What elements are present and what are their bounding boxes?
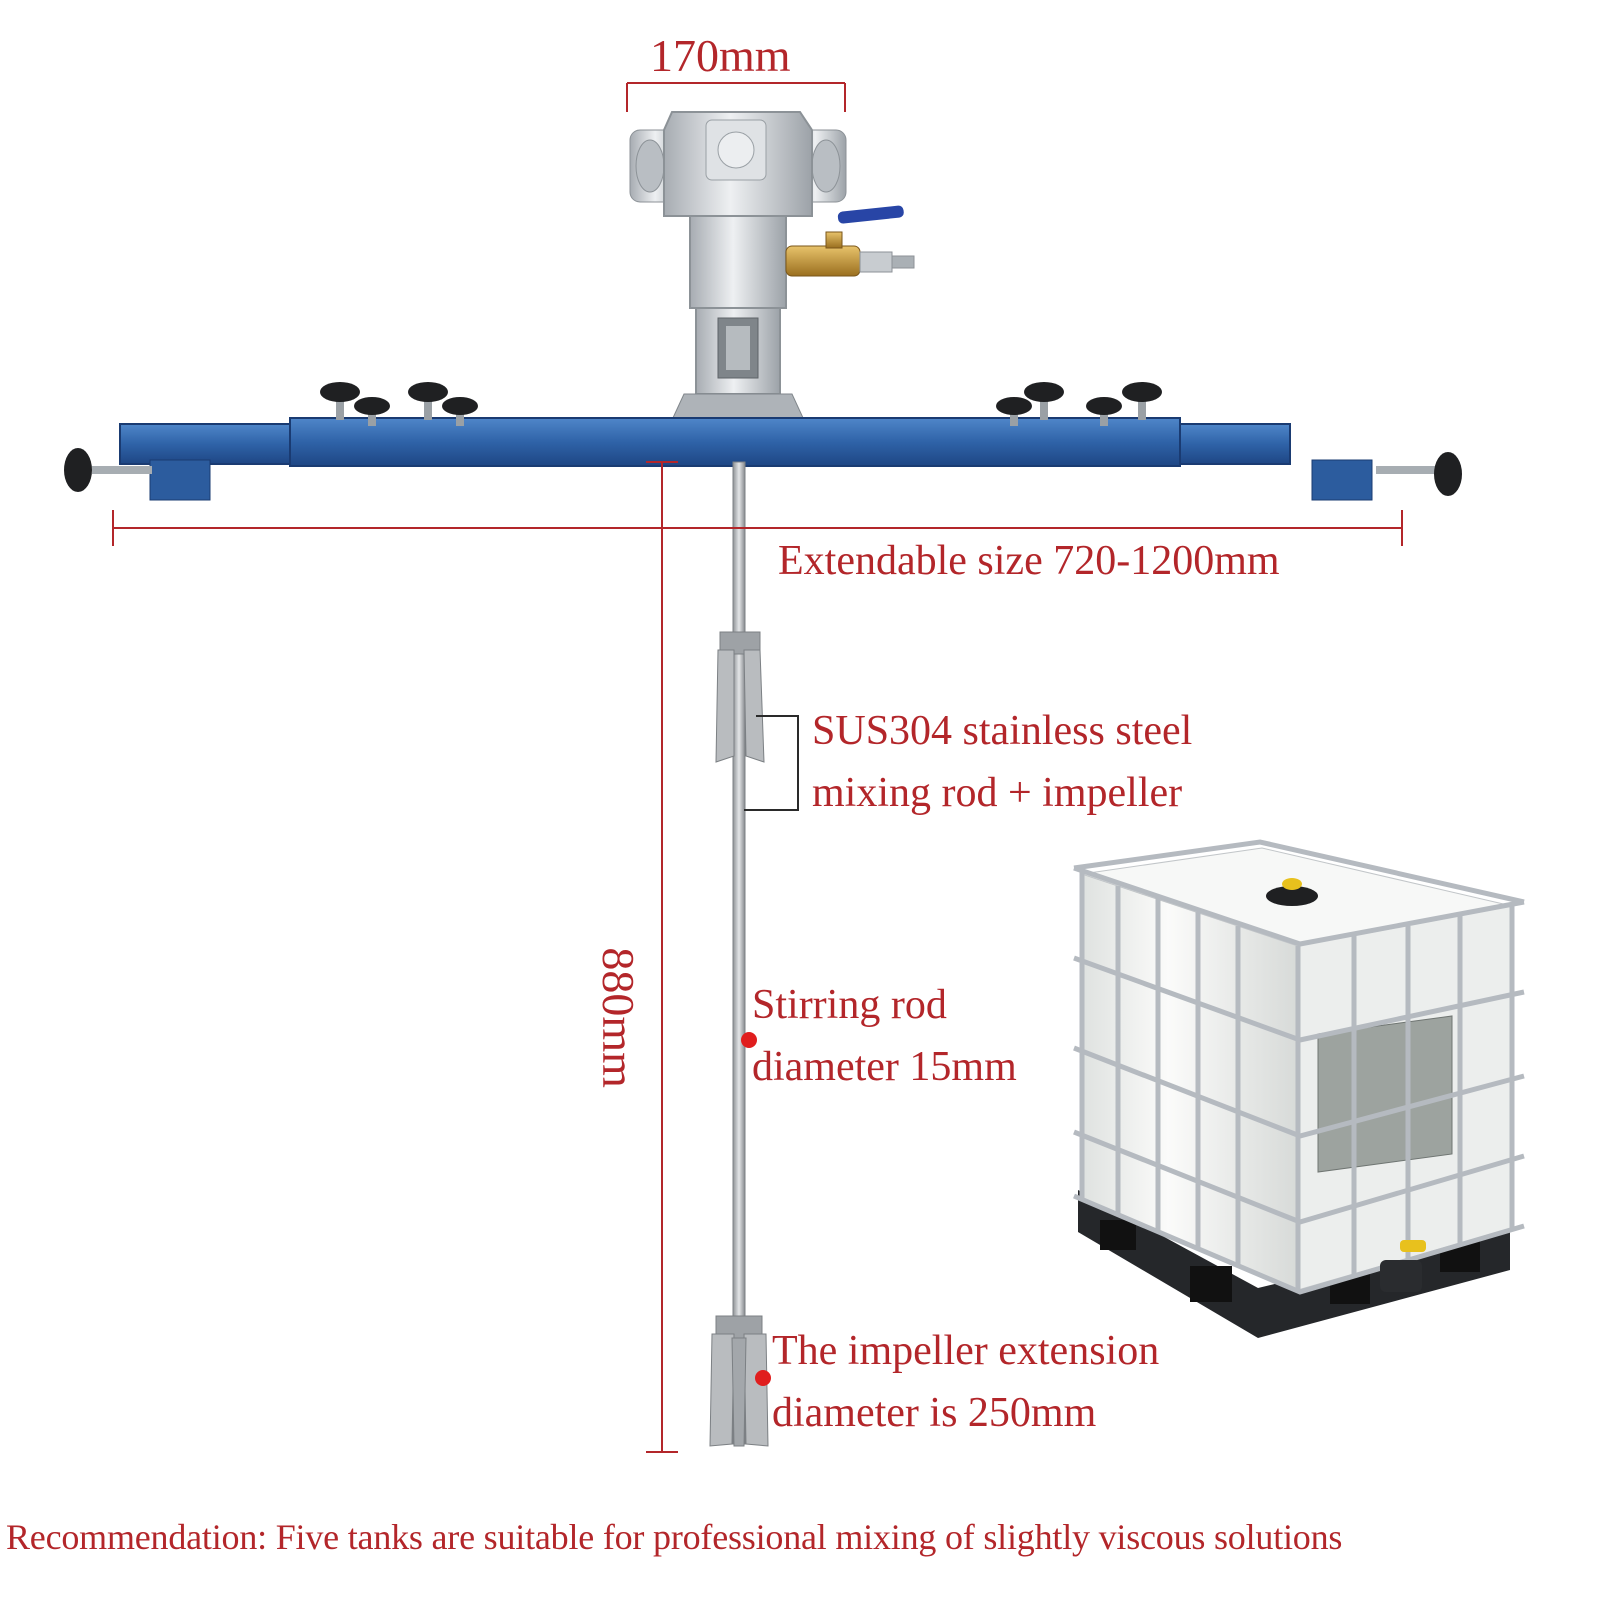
knob-icon [996,397,1032,426]
knob-icon [1024,382,1064,420]
stirring-rod [732,461,746,1445]
extendable-size-label: Extendable size 720-1200mm [778,538,1280,584]
material-callout-line1: SUS304 stainless steel [812,708,1193,754]
material-callout: SUS304 stainless steel mixing rod + impe… [812,700,1192,824]
lower-impeller [709,1315,769,1447]
air-valve [785,205,915,277]
knob-icon [1376,452,1462,496]
extendable-dimension-line [112,510,1403,546]
impeller-line1: The impeller extension [772,1328,1160,1374]
material-callout-bracket [744,715,799,811]
rod-diameter-line2: diameter 15mm [752,1044,1017,1090]
impeller-line2: diameter is 250mm [772,1390,1097,1436]
rod-length-dimension-line [646,461,678,1453]
knob-icon [442,397,478,426]
knob-icon [354,397,390,426]
ibc-tank [1073,839,1525,1338]
knob-icon [320,382,360,420]
rod-length-label: 880mm [592,947,644,1088]
upper-impeller [715,631,765,763]
cross-beam [119,417,1373,501]
impeller-callout: The impeller extension diameter is 250mm [772,1320,1159,1444]
rod-diameter-callout: Stirring rod diameter 15mm [752,974,1017,1098]
knob-icon [1122,382,1162,420]
clamp-knobs [64,382,1462,496]
top-width-bracket [626,82,846,112]
material-callout-line2: mixing rod + impeller [812,770,1183,816]
knob-icon [408,382,448,420]
rod-diameter-marker [741,1032,757,1048]
knob-icon [64,448,152,492]
impeller-diameter-marker [755,1370,771,1386]
recommendation-text: Recommendation: Five tanks are suitable … [6,1517,1343,1557]
rod-diameter-line1: Stirring rod [752,982,947,1028]
air-motor [629,111,847,421]
knob-icon [1086,397,1122,426]
top-width-label: 170mm [650,30,791,81]
